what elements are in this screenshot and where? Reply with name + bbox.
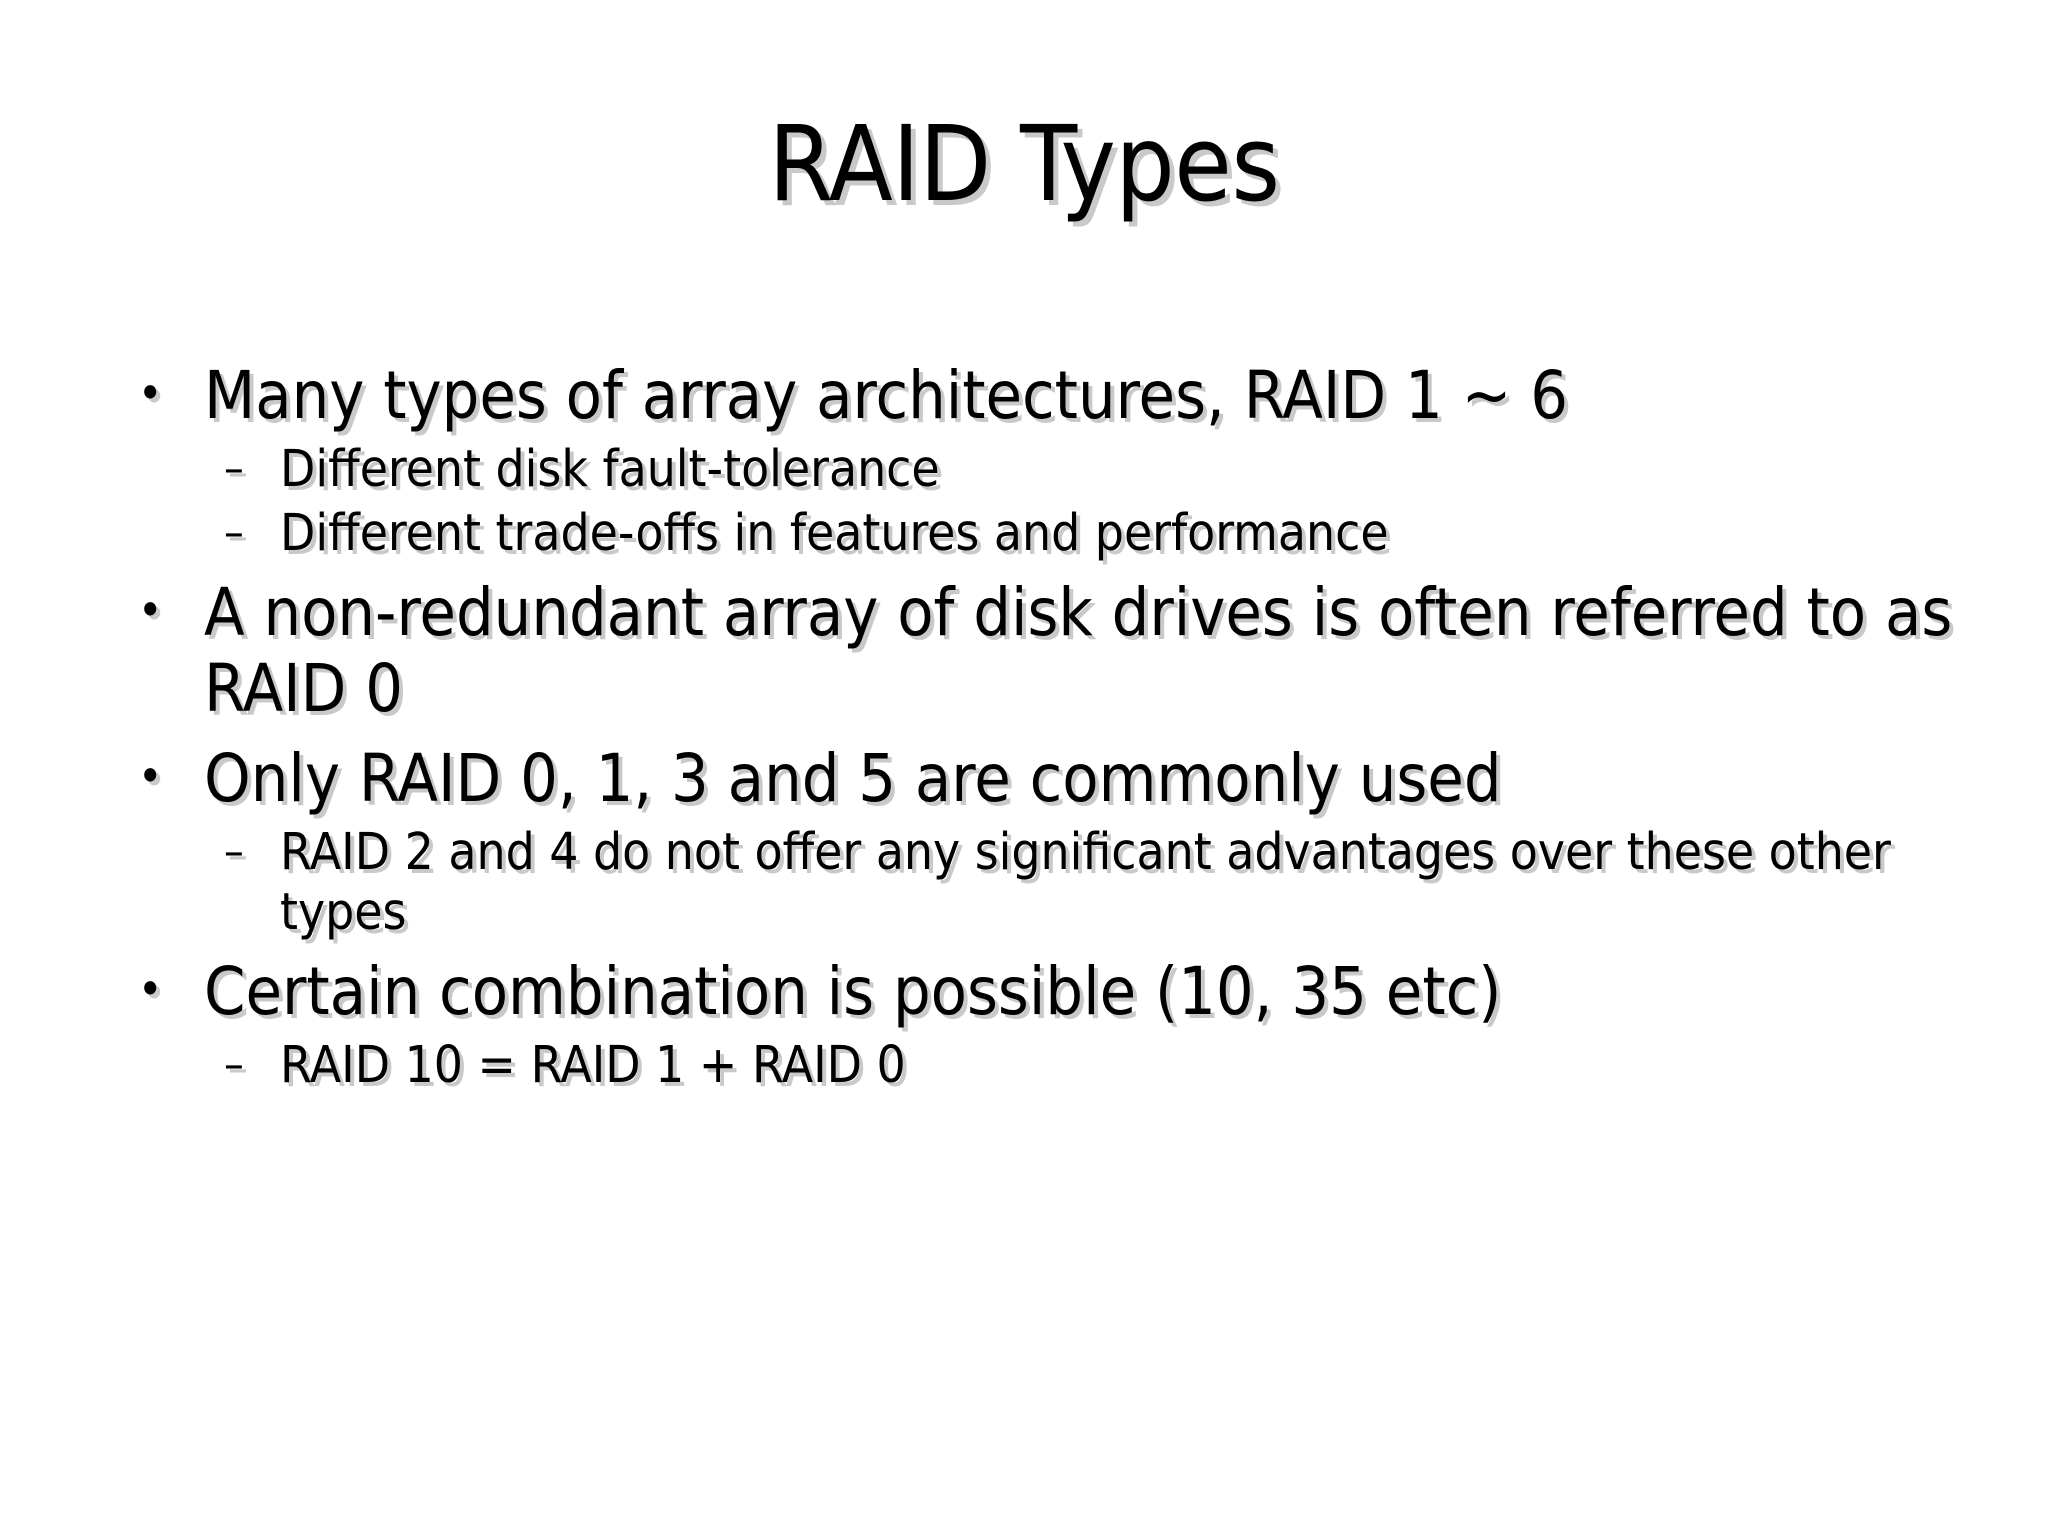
list-item: • A non-redundant array of disk drives i… — [130, 575, 1960, 727]
list-item: – Different trade-offs in features and p… — [130, 504, 1960, 564]
bullet-icon: • — [138, 366, 163, 420]
sub-bullet-icon: – — [224, 506, 244, 558]
list-item: • Certain combination is possible (10, 3… — [130, 954, 1960, 1030]
list-item-label: Only RAID 0, 1, 3 and 5 are commonly use… — [204, 739, 1502, 817]
list-item-label: Different trade-offs in features and per… — [280, 503, 1389, 563]
slide-body-content: • Many types of array architectures, RAI… — [130, 358, 1960, 1100]
list-item: – Different disk fault-tolerance — [130, 440, 1960, 500]
sub-bullet-icon: – — [224, 825, 244, 877]
list-item-label: A non-redundant array of disk drives is … — [204, 574, 1953, 728]
bullet-icon: • — [138, 962, 163, 1017]
list-item-label: Many types of array architectures, RAID … — [204, 357, 1568, 434]
list-item: – RAID 2 and 4 do not offer any signific… — [130, 823, 1960, 942]
sub-bullet-icon: – — [224, 1039, 244, 1091]
list-item: – RAID 10 = RAID 1 + RAID 0 — [130, 1036, 1960, 1096]
list-item: • Only RAID 0, 1, 3 and 5 are commonly u… — [130, 741, 1960, 817]
list-item: • Many types of array architectures, RAI… — [130, 358, 1960, 434]
bullet-icon: • — [138, 748, 163, 803]
sub-bullet-icon: – — [224, 442, 244, 494]
list-item-label: RAID 10 = RAID 1 + RAID 0 — [280, 1036, 906, 1096]
bullet-icon: • — [138, 583, 163, 638]
page-title: RAID Types — [768, 103, 1280, 225]
list-item-label: Certain combination is possible (10, 35 … — [204, 953, 1502, 1031]
list-item-label: RAID 2 and 4 do not offer any significan… — [280, 822, 1891, 942]
list-item-label: Different disk fault-tolerance — [280, 439, 940, 499]
